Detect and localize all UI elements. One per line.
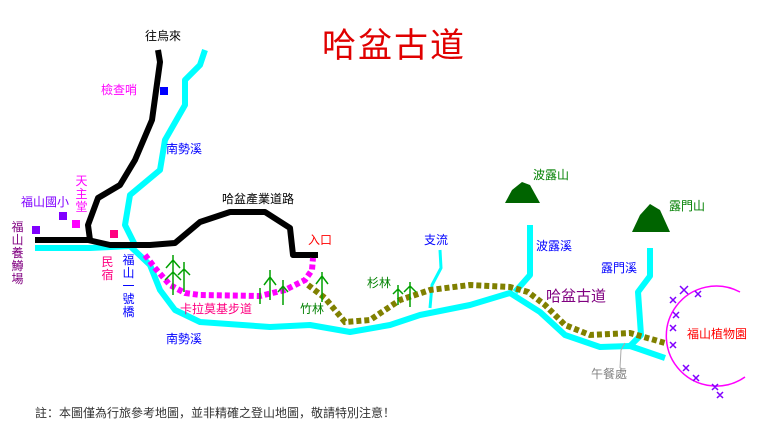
lumen-mountain-icon [632, 204, 670, 232]
tree-icon [164, 255, 417, 307]
label-industrial-road: 哈盆產業道路 [222, 192, 295, 206]
label-lunch: 午餐處 [591, 367, 628, 381]
trout-farm-marker [32, 226, 40, 234]
lunch-pointer [619, 342, 626, 369]
label-bolu-mountain: 波露山 [533, 168, 570, 182]
nanshi-river-upper [122, 49, 208, 247]
markers [32, 87, 168, 238]
checkpoint-marker [160, 87, 168, 95]
label-homestay: 民宿 [101, 255, 114, 282]
bolu-creek [512, 225, 533, 294]
label-bridge: 福山一號橋 [122, 253, 135, 319]
garden-markers [669, 285, 724, 399]
label-bolu-creek: 波露溪 [536, 239, 573, 253]
label-lumen-creek: 露門溪 [601, 261, 638, 275]
label-church: 天主堂 [75, 174, 88, 214]
label-nanshi-lower: 南勢溪 [166, 332, 203, 346]
label-botanical-garden: 福山植物園 [687, 327, 748, 341]
label-karamoji-trail: 卡拉莫基步道 [180, 302, 253, 316]
label-checkpoint: 檢查哨 [101, 83, 138, 97]
bolu-mountain-icon [505, 182, 540, 203]
label-cedar: 杉林 [367, 276, 392, 290]
label-school: 福山國小 [21, 195, 70, 209]
label-tributary: 支流 [424, 233, 449, 247]
label-nanshi-upper: 南勢溪 [166, 142, 203, 156]
roads [35, 49, 318, 258]
label-to-wulai: 往烏來 [145, 29, 182, 43]
hapen-industrial-road [87, 209, 318, 258]
lumen-creek [627, 248, 653, 349]
school-marker [59, 212, 67, 220]
label-entrance: 入口 [308, 233, 333, 247]
homestay-marker [110, 230, 118, 238]
hapen-ancient-trail [306, 281, 666, 346]
label-hapen-trail: 哈盆古道 [546, 287, 607, 305]
label-trout-farm: 福山養鱒場 [11, 220, 24, 286]
trees [164, 255, 417, 307]
map-title: 哈盆古道 [322, 26, 466, 66]
x-marker [669, 285, 724, 399]
disclaimer-note: 註：本圖僅為行旅參考地圖，並非精確之登山地圖，敬請特別注意！ [35, 406, 396, 420]
road-to-wulai [35, 49, 163, 243]
karamoji-trail [142, 253, 316, 300]
label-lumen-mountain: 露門山 [669, 199, 706, 213]
church-marker [72, 220, 80, 228]
tributary [428, 249, 443, 309]
label-bamboo: 竹林 [300, 302, 325, 316]
